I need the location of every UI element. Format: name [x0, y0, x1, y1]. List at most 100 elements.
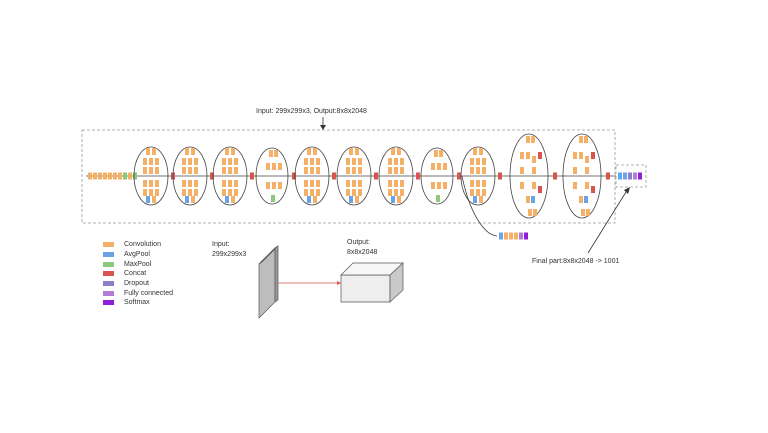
module-pool-block	[473, 196, 477, 203]
module-conv-block	[182, 158, 186, 165]
module-concat-block	[606, 172, 610, 180]
stem-conv-block	[98, 172, 102, 180]
module-conv-block	[585, 167, 589, 174]
stem-conv-block	[113, 172, 117, 180]
module-conv-block	[182, 180, 186, 187]
module-conv-block	[234, 189, 238, 196]
inception-module-outline	[255, 147, 289, 205]
legend-label: Softmax	[124, 299, 150, 307]
inception-module-outline	[133, 146, 169, 206]
module-conv-block	[228, 180, 232, 187]
module-conv-block	[400, 167, 404, 174]
top-label: Input: 299x299x3, Output:8x8x2048	[256, 108, 367, 115]
module-conv-block	[352, 189, 356, 196]
module-conv-block	[579, 152, 583, 159]
final-avgpool-block	[618, 172, 622, 180]
module-conv-block	[316, 158, 320, 165]
module-pool-block	[349, 196, 353, 203]
stem-conv-block	[108, 172, 112, 180]
module-conv-block	[473, 148, 477, 155]
output-block	[340, 262, 404, 303]
module-conv-block	[155, 189, 159, 196]
legend-item: Dropout	[103, 279, 173, 289]
module-conv-block	[304, 158, 308, 165]
module-conv-block	[528, 209, 532, 216]
inception-module-outline	[212, 146, 248, 206]
module-conv-block	[149, 189, 153, 196]
module-conv-block	[394, 189, 398, 196]
legend-swatch	[103, 252, 114, 258]
aux-conv-block	[504, 232, 508, 240]
module-conv-block	[316, 189, 320, 196]
legend-swatch	[103, 271, 114, 277]
module-conv-block	[439, 150, 443, 157]
stem-conv-block	[88, 172, 92, 180]
module-conv-block	[476, 180, 480, 187]
module-conv-block	[194, 189, 198, 196]
module-conv-block	[391, 148, 395, 155]
input-slab	[258, 245, 279, 319]
inception-module-outline	[336, 146, 372, 206]
inception-module-outline	[294, 146, 330, 206]
output-label: Output:	[347, 239, 370, 246]
module-pool-block	[307, 196, 311, 203]
module-conv-block	[532, 167, 536, 174]
module-conv-block	[358, 189, 362, 196]
module-concat-block	[498, 172, 502, 180]
legend-label: Fully connected	[124, 289, 174, 297]
module-conv-block	[228, 189, 232, 196]
legend-item: Concat	[103, 269, 173, 279]
module-conv-block	[431, 163, 435, 170]
module-conv-block	[443, 163, 447, 170]
module-concat-block	[591, 152, 595, 159]
inception-module-outline	[378, 146, 414, 206]
module-conv-block	[358, 158, 362, 165]
legend-swatch	[103, 281, 114, 287]
module-conv-block	[533, 209, 537, 216]
module-conv-block	[304, 180, 308, 187]
module-conv-block	[266, 182, 270, 189]
input-label: Input:	[212, 241, 230, 248]
module-conv-block	[526, 152, 530, 159]
module-conv-block	[355, 148, 359, 155]
module-conv-block	[470, 180, 474, 187]
inception-module-outline	[172, 146, 208, 206]
module-conv-block	[476, 158, 480, 165]
module-conv-block	[313, 148, 317, 155]
module-conv-block	[222, 167, 226, 174]
module-conv-block	[482, 189, 486, 196]
module-conv-block	[526, 136, 530, 143]
module-conv-block	[434, 150, 438, 157]
module-conv-block	[316, 180, 320, 187]
legend-label: MaxPool	[124, 260, 152, 268]
module-conv-block	[194, 180, 198, 187]
final-part-arrow-head	[624, 187, 630, 194]
stem-conv-block	[128, 172, 132, 180]
final-fc-block	[633, 172, 637, 180]
final-part-label: Final part:8x8x2048 -> 1001	[532, 258, 619, 265]
module-conv-block	[388, 158, 392, 165]
module-conv-block	[278, 182, 282, 189]
module-conv-block	[388, 167, 392, 174]
input-size-label: 299x299x3	[212, 251, 246, 258]
module-conv-block	[188, 180, 192, 187]
stem-maxpool-block	[133, 172, 137, 180]
module-conv-block	[355, 196, 359, 203]
module-concat-block	[250, 172, 254, 180]
module-conv-block	[352, 167, 356, 174]
legend-item: MaxPool	[103, 259, 173, 269]
module-conv-block	[155, 158, 159, 165]
module-conv-block	[304, 167, 308, 174]
module-concat-block	[210, 172, 214, 180]
module-conv-block	[532, 182, 536, 189]
legend-swatch	[103, 261, 114, 267]
module-conv-block	[228, 167, 232, 174]
legend-swatch	[103, 242, 114, 248]
module-conv-block	[573, 167, 577, 174]
module-conv-block	[231, 148, 235, 155]
module-conv-block	[526, 196, 530, 203]
module-conv-block	[584, 136, 588, 143]
module-conv-block	[278, 163, 282, 170]
aux-fc-block	[519, 232, 523, 240]
